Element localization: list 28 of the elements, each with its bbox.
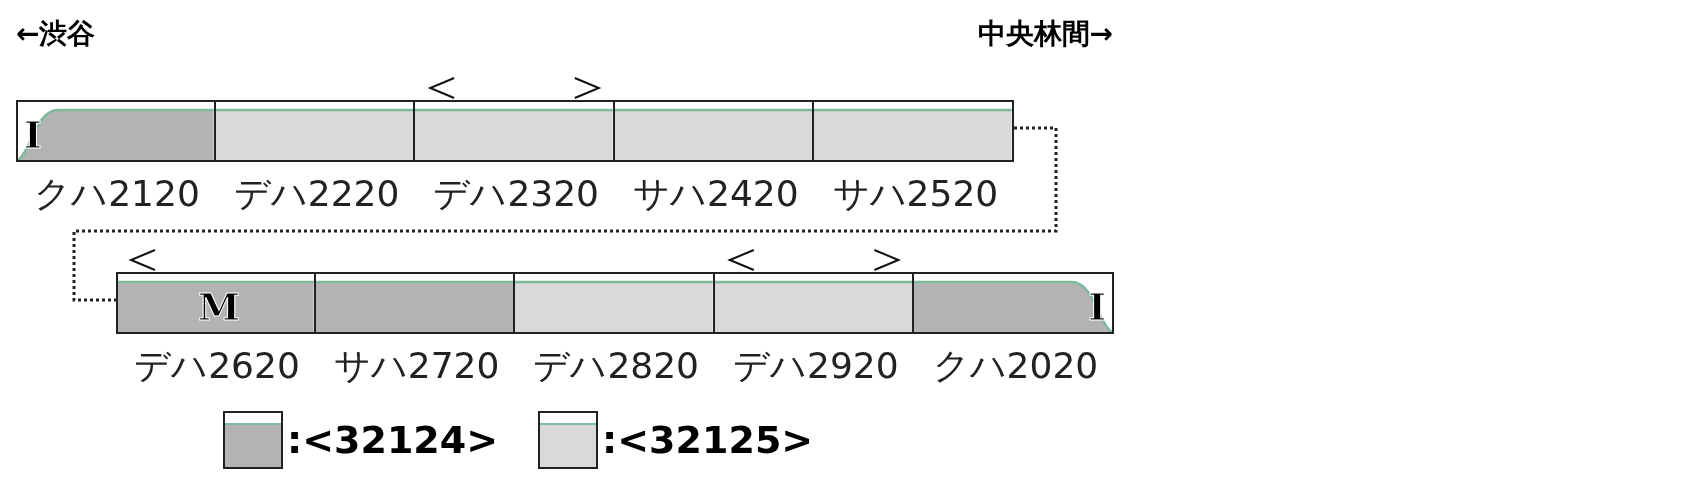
- car-number: デハ2620: [133, 348, 301, 384]
- car-number: デハ2920: [732, 348, 900, 384]
- car-number: サハ2720: [332, 348, 501, 384]
- railcar: [215, 100, 416, 162]
- car-number: デハ2820: [532, 348, 700, 384]
- railcar: [315, 272, 516, 334]
- car-number: クハ2020: [931, 348, 1100, 384]
- railcar: [814, 100, 1014, 162]
- car-number: デハ2320: [432, 176, 600, 212]
- railcar: [614, 100, 815, 162]
- car-marker: I: [1088, 288, 1106, 326]
- railcar: [714, 272, 915, 334]
- railcar: [415, 100, 615, 162]
- legend-label: :<32124>: [287, 421, 499, 459]
- car-number: クハ2120: [33, 176, 201, 212]
- car-number: デハ2220: [232, 176, 401, 212]
- legend-label: :<32125>: [602, 421, 814, 459]
- car-marker: M: [198, 288, 241, 326]
- railcar: [914, 272, 1114, 334]
- car-number: サハ2520: [831, 176, 1000, 212]
- railcar: [515, 272, 715, 334]
- railcar: [16, 100, 216, 162]
- direction-label: ←渋谷: [16, 20, 96, 48]
- direction-label: 中央林間→: [977, 20, 1113, 48]
- car-marker: I: [24, 116, 42, 154]
- dotted-connector: [72, 126, 1058, 302]
- car-number: サハ2420: [632, 176, 800, 212]
- railcar: [116, 272, 316, 334]
